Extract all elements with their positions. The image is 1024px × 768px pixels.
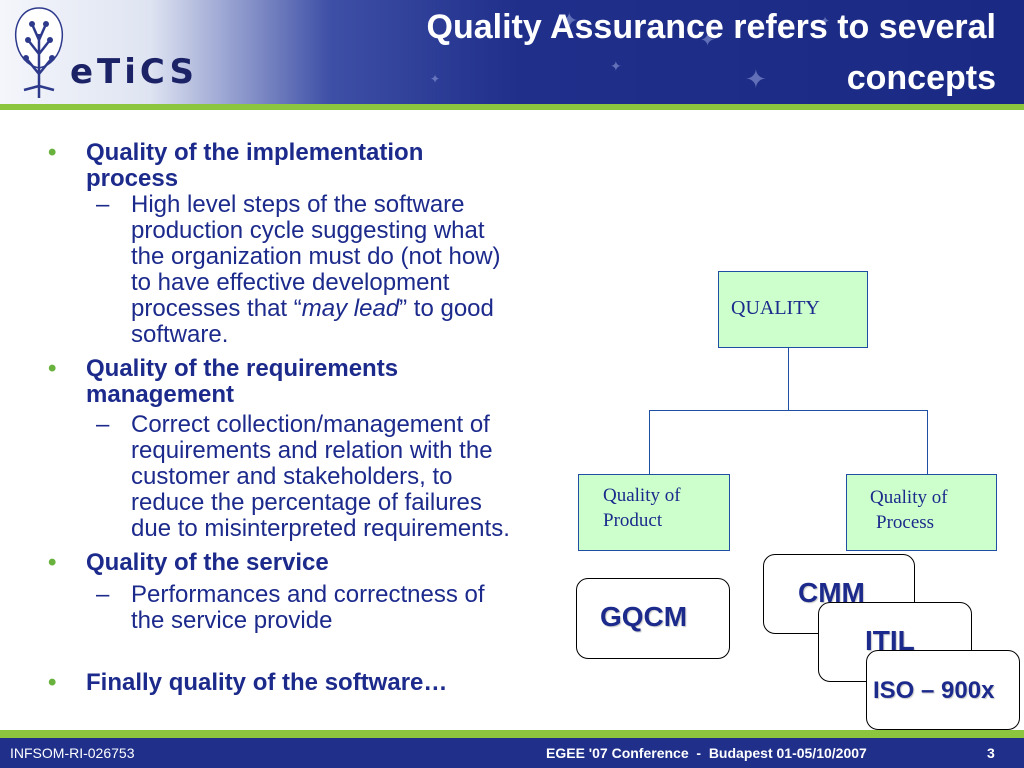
footer-divider	[0, 730, 1024, 738]
sub-bullet-requirements: – Correct collection/management of requi…	[48, 412, 568, 542]
page-number: 3	[987, 745, 995, 761]
diagram-node-label-line: Product	[603, 510, 663, 531]
bullet-list: • Quality of the implementation process …	[48, 140, 568, 696]
bullet-software-quality: • Finally quality of the software…	[48, 670, 568, 696]
diagram-node-label: QUALITY	[731, 297, 820, 319]
sub-bullet-line: to have effective development	[131, 269, 450, 296]
star-decoration-icon: ✦	[430, 72, 441, 86]
sub-bullet-service: – Performances and correctness of the se…	[48, 582, 568, 634]
dash-icon: –	[96, 411, 110, 438]
star-decoration-icon: ✦	[745, 64, 767, 94]
diagram-node-label-line: Quality of	[603, 485, 681, 506]
diagram-node-label: Quality of Product	[603, 483, 681, 533]
dash-icon: –	[96, 191, 110, 218]
bullet-service: • Quality of the service	[48, 550, 568, 576]
model-label: GQCM	[600, 601, 688, 632]
diagram-node-label: Quality of Process	[870, 485, 948, 535]
text-run: ” to good	[399, 295, 494, 322]
bullet-title-line: Quality of the implementation	[86, 139, 424, 166]
bullet-title-line: Finally quality of the software…	[86, 669, 448, 696]
etics-tree-logo-icon	[14, 7, 64, 98]
model-box-gqcm: GQCM	[576, 578, 730, 659]
slide-title: Quality Assurance refers to several conc…	[296, 2, 996, 104]
bullet-title-line: process	[86, 165, 179, 192]
diagram-node-process-quality: Quality of Process	[846, 474, 997, 551]
text-run: processes that “	[131, 295, 302, 322]
sub-bullet-line: production cycle suggesting what	[131, 217, 485, 244]
sub-bullet-line: the organization must do (not how)	[131, 243, 501, 270]
etics-logo-text: eTiCS	[70, 52, 198, 92]
bullet-title-line: management	[86, 381, 235, 408]
connector-line	[649, 410, 928, 411]
star-decoration-icon: ✦	[610, 58, 622, 74]
bullet-requirements-management: • Quality of the requirements management	[48, 356, 568, 408]
bullet-dot-icon: •	[48, 139, 57, 166]
footer-bar: INFSOM-RI-026753 EGEE '07 Conference - B…	[0, 738, 1024, 768]
diagram-node-label-line: Quality of	[870, 487, 948, 508]
sub-bullet-line: Correct collection/management of	[131, 411, 490, 438]
project-id: INFSOM-RI-026753	[10, 745, 135, 761]
sub-bullet-line: customer and stakeholders, to	[131, 463, 453, 490]
star-decoration-icon: ✦	[700, 30, 716, 50]
connector-line	[649, 410, 650, 474]
conference-info: EGEE '07 Conference - Budapest 01-05/10/…	[546, 745, 867, 761]
sub-bullet-line: processes that “may lead” to good	[131, 296, 568, 322]
bullet-implementation-process: • Quality of the implementation process	[48, 140, 568, 192]
header-divider	[0, 104, 1024, 110]
sub-bullet-line: the service provide	[131, 607, 333, 634]
star-decoration-icon: ✦	[560, 8, 579, 33]
sub-bullet-line: software.	[131, 321, 229, 348]
header-banner: ✦ ✦ ✦ ✦ ✦ ✦ eTiCS Quality Assurance refe…	[0, 0, 1024, 104]
bullet-dot-icon: •	[48, 355, 57, 382]
bullet-title-line: Quality of the service	[86, 549, 329, 576]
diagram-node-label-line: Process	[876, 512, 935, 533]
slide-title-line1: Quality Assurance refers to several	[426, 8, 996, 46]
bullet-title-line: Quality of the requirements	[86, 355, 399, 382]
model-box-iso: ISO – 900x	[866, 650, 1020, 730]
sub-bullet-line: Performances and correctness of	[131, 581, 485, 608]
slide-title-line2: concepts	[846, 59, 996, 97]
diagram-node-product-quality: Quality of Product	[578, 474, 730, 551]
italic-text: may lead	[301, 295, 400, 322]
bullet-dot-icon: •	[48, 549, 57, 576]
diagram-node-quality: QUALITY	[718, 271, 868, 348]
sub-bullet-line: requirements and relation with the	[131, 437, 493, 464]
connector-line	[927, 410, 928, 474]
sub-bullet-line: High level steps of the software	[131, 191, 465, 218]
model-label: ISO – 900x	[873, 677, 995, 704]
bullet-dot-icon: •	[48, 669, 57, 696]
sub-bullet-implementation: – High level steps of the software produ…	[48, 192, 568, 348]
sub-bullet-line: due to misinterpreted requirements.	[131, 515, 510, 542]
sub-bullet-line: reduce the percentage of failures	[131, 489, 482, 516]
star-decoration-icon: ✦	[820, 14, 831, 28]
dash-icon: –	[96, 581, 110, 608]
connector-line	[788, 347, 789, 410]
